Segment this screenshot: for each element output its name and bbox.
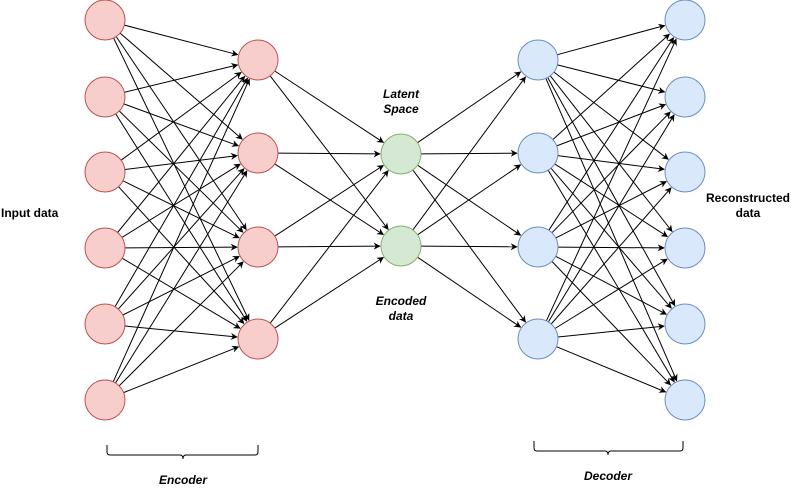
decoder-brace: [533, 441, 684, 456]
edge-input-2-to-encoder-hidden-0: [120, 71, 242, 161]
edge-input-3-to-encoder-hidden-0: [117, 75, 246, 233]
edge-input-2-to-encoder-hidden-2: [122, 180, 240, 239]
encoded-data-label-line1: Encoded: [376, 294, 427, 308]
edge-input-0-to-encoder-hidden-2: [115, 36, 247, 231]
input-node-1: [84, 0, 126, 41]
encoder-hidden-node-1: [237, 39, 279, 81]
edge-decoder-hidden-1-to-output-5: [547, 169, 675, 383]
edge-input-0-to-encoder-hidden-1: [119, 32, 243, 140]
edge-decoder-hidden-0-to-output-2: [553, 71, 669, 160]
edge-decoder-hidden-0-to-output-5: [545, 78, 678, 382]
edge-decoder-hidden-0-to-output-0: [557, 23, 666, 56]
edge-decoder-hidden-3-to-output-0: [545, 38, 677, 322]
edge-decoder-hidden-1-to-output-1: [556, 103, 667, 147]
output-node-2: [664, 76, 706, 118]
edge-decoder-hidden-2-to-output-3: [557, 244, 665, 252]
edge-input-0-to-encoder-hidden-0: [124, 24, 239, 57]
edge-decoder-hidden-3-to-output-3: [554, 258, 668, 329]
output-node-4: [664, 227, 706, 269]
latent-node-1: [380, 133, 422, 175]
edge-latent-0-to-decoder-hidden-0: [417, 71, 522, 144]
edge-decoder-hidden-1-to-output-4: [550, 167, 672, 309]
encoder-hidden-node-2: [237, 132, 279, 174]
edge-decoder-hidden-0-to-output-1: [557, 64, 666, 94]
edge-decoder-hidden-2-to-output-1: [551, 111, 671, 234]
edge-encoder-hidden-0-to-latent-1: [269, 75, 389, 230]
encoder-brace: [106, 445, 259, 460]
input-node-3: [84, 151, 126, 193]
decoder-hidden-node-4: [517, 318, 559, 360]
input-node-6: [84, 379, 126, 421]
edge-decoder-hidden-3-to-output-5: [556, 346, 667, 393]
edge-decoder-hidden-3-to-output-2: [550, 187, 672, 325]
edge-input-3-to-encoder-hidden-2: [124, 243, 238, 251]
output-node-5: [664, 303, 706, 345]
neuron-nodes: [84, 0, 706, 421]
edge-input-2-to-encoder-hidden-3: [118, 186, 245, 325]
latent-node-2: [380, 225, 422, 267]
decoder-hidden-node-3: [517, 226, 559, 268]
edge-encoder-hidden-2-to-latent-0: [274, 164, 384, 237]
connection-edges: [112, 23, 678, 394]
decoder-hidden-node-1: [517, 39, 559, 81]
encoder-label: Encoder: [159, 473, 208, 487]
edge-decoder-hidden-3-to-output-4: [557, 323, 665, 338]
edge-decoder-hidden-2-to-output-4: [555, 255, 668, 315]
latent-space-label-line2: Space: [383, 102, 419, 116]
edge-input-1-to-encoder-hidden-1: [123, 103, 239, 147]
reconstructed-data-label-line1: Reconstructed: [706, 191, 790, 205]
edge-input-5-to-encoder-hidden-0: [112, 78, 251, 383]
edge-decoder-hidden-1-to-output-0: [552, 33, 670, 140]
edge-latent-1-to-decoder-hidden-3: [417, 256, 522, 328]
edge-input-4-to-encoder-hidden-2: [122, 255, 240, 316]
edge-input-5-to-encoder-hidden-2: [118, 261, 244, 387]
decoder-label: Decoder: [584, 469, 633, 483]
latent-space-label-line1: Latent: [383, 87, 420, 101]
edge-decoder-hidden-0-to-output-3: [549, 75, 673, 233]
input-node-2: [84, 76, 126, 118]
output-node-1: [664, 0, 706, 41]
edge-input-1-to-encoder-hidden-2: [118, 110, 244, 233]
edge-latent-1-to-decoder-hidden-1: [417, 164, 522, 236]
edge-encoder-hidden-1-to-latent-1: [274, 163, 384, 236]
edge-input-2-to-encoder-hidden-1: [124, 152, 238, 170]
output-node-3: [664, 151, 706, 193]
edge-decoder-hidden-2-to-output-0: [548, 37, 675, 231]
edge-input-5-to-encoder-hidden-1: [115, 170, 248, 384]
edge-input-4-to-encoder-hidden-3: [124, 325, 238, 340]
output-node-6: [664, 379, 706, 421]
edge-decoder-hidden-3-to-output-1: [547, 114, 675, 323]
edge-encoder-hidden-0-to-latent-0: [274, 70, 385, 143]
edge-input-1-to-encoder-hidden-0: [124, 62, 239, 93]
edge-decoder-hidden-0-to-output-4: [547, 77, 676, 307]
edge-decoder-hidden-1-to-output-3: [554, 163, 668, 238]
edge-latent-1-to-decoder-hidden-0: [412, 76, 526, 231]
edge-input-4-to-encoder-hidden-0: [114, 77, 248, 307]
decoder-hidden-node-2: [517, 132, 559, 174]
edge-encoder-hidden-1-to-latent-0: [277, 150, 381, 158]
edge-input-3-to-encoder-hidden-1: [121, 163, 241, 238]
edge-encoder-hidden-3-to-latent-1: [274, 256, 384, 329]
edge-input-3-to-encoder-hidden-3: [121, 257, 241, 329]
edge-input-0-to-encoder-hidden-3: [113, 37, 250, 321]
encoded-data-label-line2: data: [389, 309, 414, 323]
edge-decoder-hidden-2-to-output-2: [555, 181, 667, 239]
input-node-5: [84, 303, 126, 345]
edge-decoder-hidden-2-to-output-5: [551, 261, 671, 386]
reconstructed-data-label-line2: data: [736, 206, 761, 220]
input-node-4: [84, 227, 126, 269]
encoder-hidden-node-3: [237, 226, 279, 268]
edge-input-4-to-encoder-hidden-1: [117, 168, 245, 310]
input-data-label: Input data: [1, 206, 59, 220]
edge-latent-1-to-decoder-hidden-2: [420, 243, 518, 251]
edge-encoder-hidden-3-to-latent-0: [269, 170, 389, 324]
edge-input-5-to-encoder-hidden-3: [123, 345, 240, 394]
edge-decoder-hidden-1-to-output-2: [557, 155, 665, 172]
encoder-hidden-node-4: [237, 318, 279, 360]
